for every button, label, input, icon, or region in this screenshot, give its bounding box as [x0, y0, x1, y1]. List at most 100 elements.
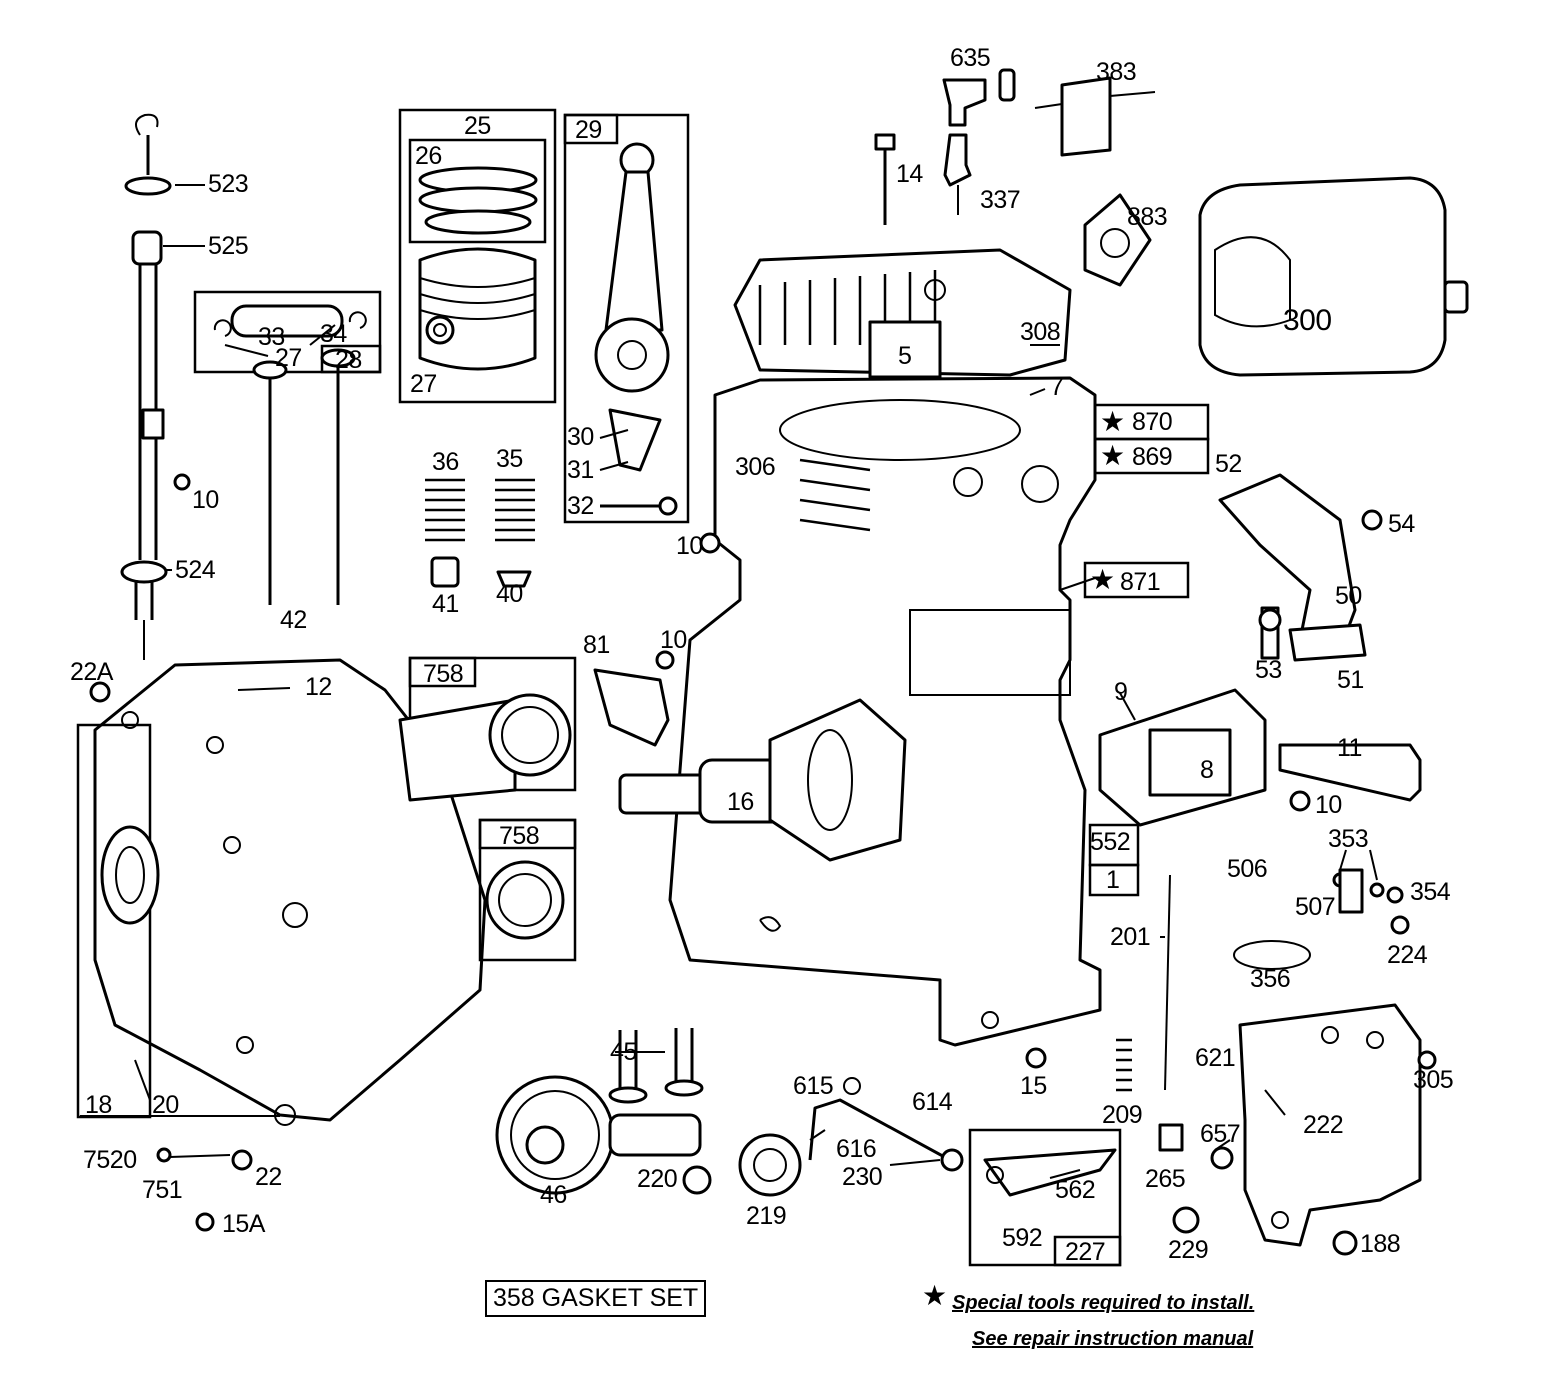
label-657: 657: [1200, 1120, 1241, 1148]
label-81: 81: [583, 631, 610, 659]
label-209: 209: [1102, 1101, 1143, 1129]
label-16: 16: [727, 788, 754, 816]
label-220: 220: [637, 1165, 678, 1193]
label-1: 1: [1106, 866, 1120, 894]
muffler-gasket-883: [1083, 193, 1152, 287]
small-hardware: [89, 473, 1437, 1256]
label-52: 52: [1215, 450, 1242, 478]
label-870: 870: [1132, 408, 1173, 436]
breather-assembly: [1098, 688, 1422, 827]
crankshaft: [618, 698, 907, 862]
valve-springs: [425, 478, 535, 588]
label-614: 614: [912, 1088, 953, 1116]
label-188: 188: [1360, 1230, 1401, 1258]
label-34: 34: [320, 320, 347, 348]
label-27a: 27: [275, 344, 302, 372]
label-12: 12: [305, 673, 332, 701]
intake-elbow: [1218, 473, 1367, 662]
label-635: 635: [950, 44, 991, 72]
label-224: 224: [1387, 941, 1428, 969]
label-525: 525: [208, 232, 249, 260]
label-35: 35: [496, 445, 523, 473]
label-758b: 758: [499, 822, 540, 850]
dipstick-assembly: [120, 113, 172, 660]
label-592: 592: [1002, 1224, 1043, 1252]
crankcase-cover: [76, 658, 487, 1126]
control-bracket: [1238, 1003, 1422, 1247]
label-10a: 10: [192, 486, 219, 514]
label-615: 615: [793, 1072, 834, 1100]
label-33: 33: [258, 323, 285, 351]
label-29: 29: [575, 116, 602, 144]
star-icon-869: ★: [1100, 439, 1126, 472]
label-27b: 27: [410, 370, 437, 398]
gear-box-lower: [478, 818, 577, 962]
label-40: 40: [496, 580, 523, 608]
label-20: 20: [152, 1091, 179, 1119]
label-869: 869: [1132, 443, 1173, 471]
tappets-45: [608, 1028, 704, 1104]
label-36: 36: [432, 448, 459, 476]
label-562: 562: [1055, 1176, 1096, 1204]
label-306: 306: [735, 453, 776, 481]
label-201: 201: [1110, 923, 1151, 951]
label-26: 26: [415, 142, 442, 170]
label-41: 41: [432, 590, 459, 618]
label-305: 305: [1413, 1066, 1454, 1094]
label-10d: 10: [1315, 791, 1342, 819]
label-337: 337: [980, 186, 1021, 214]
label-28: 28: [335, 346, 362, 374]
label-15: 15: [1020, 1072, 1047, 1100]
label-5: 5: [898, 342, 912, 370]
control-box: [968, 1128, 1122, 1267]
cam-gear: [495, 1075, 702, 1195]
label-229: 229: [1168, 1236, 1209, 1264]
label-32: 32: [567, 492, 594, 520]
label-308: 308: [1020, 318, 1061, 346]
label-25: 25: [464, 112, 491, 140]
connecting-rod-box: [563, 113, 690, 524]
gear-box-upper: [398, 656, 577, 802]
note-repair-manual: See repair instruction manual: [972, 1328, 1254, 1350]
cylinder-head: [733, 248, 1072, 379]
label-524: 524: [175, 556, 216, 584]
label-523: 523: [208, 170, 249, 198]
muffler: [1198, 176, 1469, 377]
label-883: 883: [1127, 203, 1168, 231]
label-353: 353: [1328, 825, 1369, 853]
label-51: 51: [1337, 666, 1364, 694]
label-230: 230: [842, 1163, 883, 1191]
label-616: 616: [836, 1135, 877, 1163]
label-30: 30: [567, 423, 594, 451]
label-265: 265: [1145, 1165, 1186, 1193]
note-special-tools: Special tools required to install.: [952, 1292, 1255, 1314]
callout-boxes: [1083, 403, 1210, 897]
label-14: 14: [896, 160, 923, 188]
gov-gear-219: [738, 1133, 802, 1197]
label-222: 222: [1303, 1111, 1344, 1139]
label-7: 7: [1050, 373, 1064, 401]
label-11: 11: [1337, 734, 1362, 762]
star-icon-871: ★: [1090, 563, 1116, 596]
leader-lines: [80, 184, 1378, 1179]
spark-plug-boot: [942, 68, 1016, 215]
label-15A: 15A: [222, 1210, 265, 1238]
label-9: 9: [1114, 678, 1128, 706]
label-22: 22: [255, 1163, 282, 1191]
label-10c: 10: [660, 626, 687, 654]
label-54: 54: [1388, 510, 1415, 538]
label-22A: 22A: [70, 658, 113, 686]
label-45: 45: [610, 1038, 637, 1066]
label-354: 354: [1410, 878, 1451, 906]
label-871: 871: [1120, 568, 1161, 596]
piston-box: [398, 108, 557, 404]
label-552: 552: [1090, 828, 1131, 856]
label-7520: 7520: [83, 1146, 137, 1174]
gasket-set-label: 358 GASKET SET: [485, 1280, 707, 1317]
label-53: 53: [1255, 656, 1282, 684]
label-300: 300: [1283, 304, 1332, 337]
label-18: 18: [85, 1091, 112, 1119]
label-356: 356: [1250, 965, 1291, 993]
label-621: 621: [1195, 1044, 1236, 1072]
